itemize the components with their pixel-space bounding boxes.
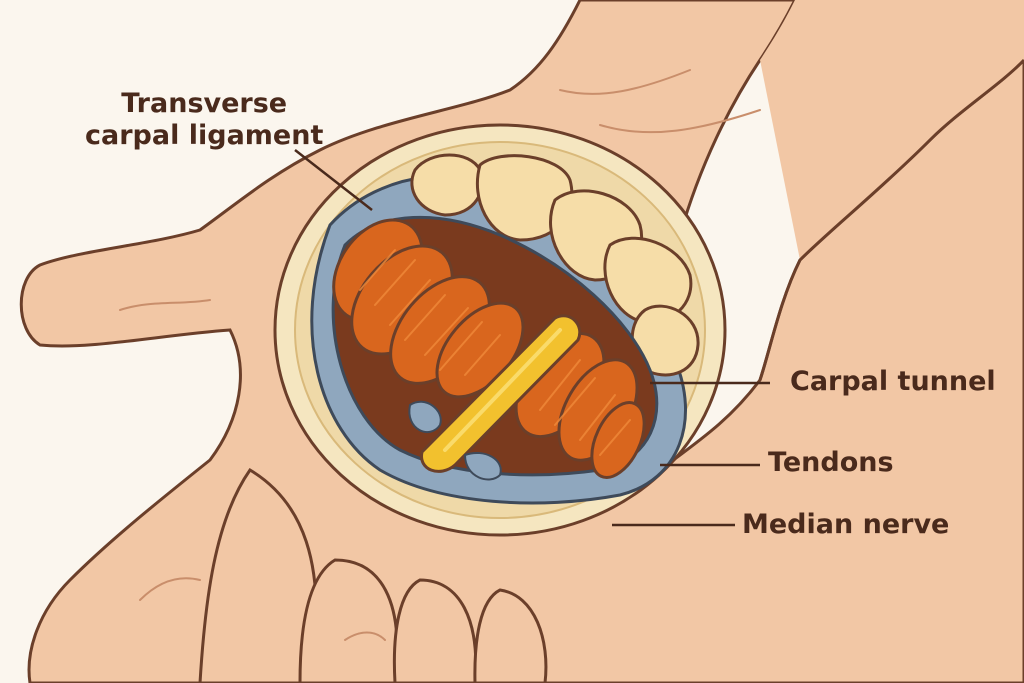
- forearm-outline: [758, 58, 1024, 381]
- label-transverse-line1: Transverse: [121, 88, 288, 119]
- tendon-7: [590, 401, 646, 479]
- forearm-skin: [760, 0, 1024, 260]
- sheath-pocket-1: [408, 400, 442, 434]
- leader-transverse: [294, 149, 373, 211]
- tendon-stripes: [359, 249, 631, 456]
- label-transverse-line2: carpal ligament: [85, 120, 324, 151]
- label-median-nerve: Median nerve: [742, 509, 950, 540]
- sheath-pocket-2: [463, 452, 502, 481]
- carpal-bones: [410, 153, 700, 377]
- label-carpal-tunnel: Carpal tunnel: [790, 366, 996, 397]
- finger-index: [198, 467, 318, 683]
- finger-little: [473, 588, 548, 683]
- label-tendons: Tendons: [768, 447, 894, 478]
- skin-creases: [119, 69, 761, 641]
- median-nerve-highlight: [443, 328, 562, 452]
- fingers: [198, 467, 548, 683]
- label-transverse-carpal-ligament: Transverse carpal ligament: [85, 88, 323, 152]
- leader-lines: [294, 149, 770, 527]
- bone-1: [410, 153, 484, 217]
